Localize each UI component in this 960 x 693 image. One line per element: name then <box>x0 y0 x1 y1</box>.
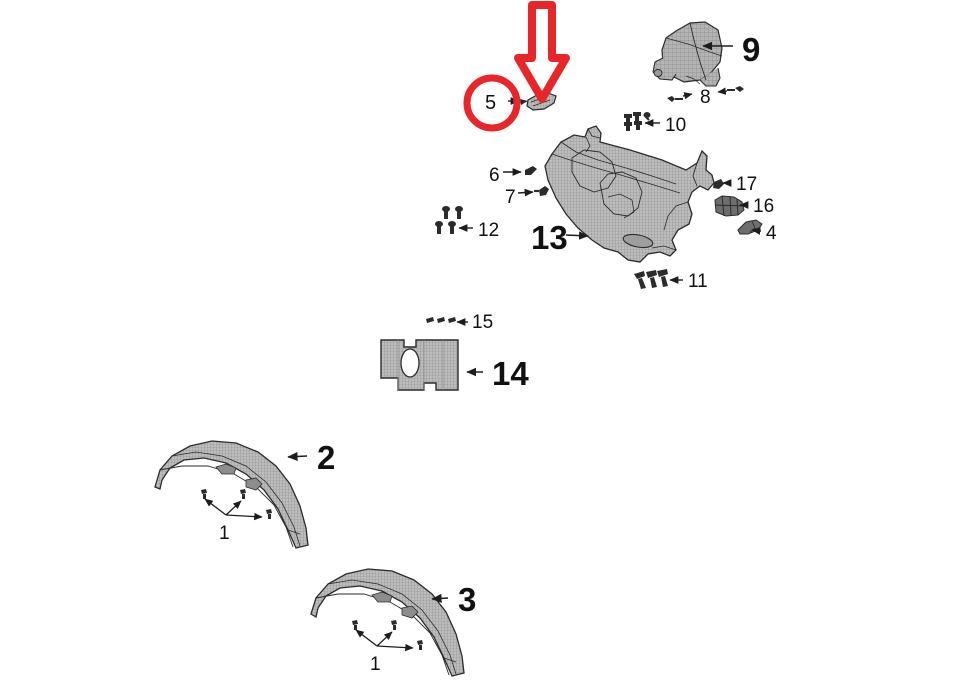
leader-2 <box>287 452 308 461</box>
callout-label-13: 13 <box>531 219 568 256</box>
part-15-shape <box>426 317 468 326</box>
callout-label-2: 2 <box>317 439 336 476</box>
part-10-shape <box>624 112 660 131</box>
red-highlight-circle <box>463 74 521 132</box>
callout-label-8: 8 <box>700 87 711 108</box>
part-6-shape <box>503 166 537 176</box>
red-down-arrow <box>514 1 570 103</box>
callout-label-5: 5 <box>485 92 497 114</box>
part-17-shape <box>713 179 732 189</box>
callout-label-1-upper: 1 <box>219 523 230 544</box>
leader-3 <box>431 593 449 603</box>
callout-label-3: 3 <box>458 581 477 618</box>
callout-label-4: 4 <box>766 223 777 244</box>
callout-label-12: 12 <box>478 220 500 241</box>
part-3-shape <box>310 568 465 677</box>
part-12-shape <box>435 206 473 234</box>
part-9-shape <box>652 21 723 87</box>
part-4-shape <box>737 219 763 235</box>
part-1-upper-shape <box>201 489 272 521</box>
callout-label-7: 7 <box>505 187 516 208</box>
part-8-shape <box>667 86 744 102</box>
part-13-shape <box>544 125 715 263</box>
callout-label-15: 15 <box>472 312 494 333</box>
callout-label-9: 9 <box>742 31 761 68</box>
callout-label-10: 10 <box>665 115 687 136</box>
callout-label-11: 11 <box>688 271 708 292</box>
part-1-lower-shape <box>352 620 423 652</box>
part-11-shape <box>634 269 683 289</box>
callout-label-14: 14 <box>492 355 529 392</box>
callout-label-16: 16 <box>753 196 775 217</box>
part-16-shape <box>714 195 749 217</box>
part-2-shape <box>154 440 309 549</box>
leader-13 <box>565 231 589 240</box>
callout-label-1-lower: 1 <box>370 654 381 675</box>
callout-label-6: 6 <box>489 165 500 186</box>
part-7-shape <box>517 186 549 197</box>
part-14-shape <box>380 339 459 391</box>
callout-label-17: 17 <box>736 174 758 195</box>
